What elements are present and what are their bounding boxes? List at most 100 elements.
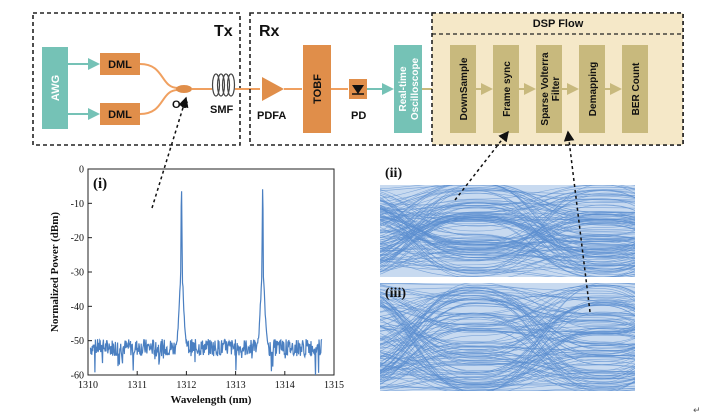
eye-trace — [380, 321, 635, 348]
eye-trace — [380, 215, 635, 270]
eye-trace — [380, 319, 635, 391]
eye-trace — [380, 286, 635, 372]
eye-trace — [380, 199, 635, 232]
awg-block: AWG — [42, 47, 68, 129]
eye-trace — [380, 295, 635, 391]
eye-trace — [380, 292, 635, 317]
eye-trace — [380, 219, 635, 262]
eye-trace — [380, 327, 635, 385]
eye-trace — [380, 346, 635, 384]
eye-trace — [380, 372, 635, 381]
rx-section: Rx PDFA TOBF PD Real-time Oscilloscope D — [249, 12, 684, 146]
eye-trace — [380, 235, 635, 261]
eye-trace — [380, 185, 635, 250]
eye-trace — [380, 312, 635, 347]
dml-bottom-block: DML — [100, 103, 140, 125]
pd-label: PD — [351, 110, 366, 122]
y-tick-label: -50 — [71, 336, 84, 347]
y-tick-label: -60 — [71, 371, 84, 382]
y-axis-label: Normalized Power (dBm) — [49, 212, 61, 332]
x-tick-label: 1314 — [275, 380, 295, 391]
eye-trace — [380, 224, 635, 277]
eye-trace — [380, 291, 635, 333]
eye-trace — [380, 328, 635, 390]
eye-trace — [380, 283, 437, 285]
eye-trace — [380, 189, 635, 211]
eye-trace — [380, 320, 635, 367]
eye-trace — [380, 298, 635, 374]
eye-trace — [380, 284, 635, 366]
eye-trace — [380, 374, 635, 388]
rx-label: Rx — [259, 23, 280, 40]
eye-trace — [380, 254, 635, 273]
awg-label: AWG — [50, 75, 62, 101]
eye-trace — [380, 304, 635, 383]
eye-trace — [380, 185, 635, 206]
eye-trace — [380, 220, 635, 239]
dml-top-block: DML — [100, 53, 140, 75]
eye-trace — [380, 195, 635, 215]
eye-trace — [380, 284, 635, 375]
dml-top-label: DML — [108, 59, 132, 71]
eye-trace — [380, 218, 635, 261]
eye-trace — [380, 219, 635, 277]
dsp-flow-label: DSP Flow — [533, 18, 584, 30]
eye-trace — [380, 284, 635, 315]
eye-trace — [380, 239, 635, 254]
eye-trace — [380, 354, 635, 391]
eye-trace — [380, 193, 635, 225]
eye-trace — [380, 208, 635, 277]
eye-trace — [380, 204, 635, 270]
eye-trace — [380, 327, 635, 389]
y-tick-label: -10 — [71, 199, 84, 210]
eye-trace — [380, 299, 635, 346]
eye-trace — [380, 211, 635, 230]
eye-trace — [380, 204, 635, 267]
eye-trace — [380, 193, 635, 253]
eye-trace — [380, 291, 635, 334]
eye-trace — [380, 192, 635, 255]
dsp-step-label: Frame sync — [502, 61, 513, 117]
oscilloscope-block: Real-time Oscilloscope — [394, 45, 422, 133]
eye-trace — [380, 238, 635, 261]
eye-trace — [380, 286, 635, 367]
dsp-step-2: Frame sync — [493, 45, 519, 133]
dml-bottom-label: DML — [108, 109, 132, 121]
eye-trace — [380, 185, 635, 263]
x-tick-label: 1313 — [226, 380, 246, 391]
eye-trace — [380, 300, 635, 385]
x-tick-label: 1310 — [78, 380, 98, 391]
eye-trace — [380, 202, 635, 264]
eye-trace — [380, 337, 635, 388]
oscilloscope-label-2: Oscilloscope — [410, 57, 421, 120]
y-tick-label: -20 — [71, 233, 84, 244]
spectrum-series-line — [89, 189, 323, 375]
spectrum-panel-tag: (i) — [93, 176, 107, 192]
eye-trace — [380, 326, 635, 361]
eye-trace — [380, 304, 635, 355]
eye-trace — [380, 289, 635, 316]
eye-trace — [380, 351, 635, 372]
eye-trace — [380, 222, 635, 277]
eye-trace — [380, 185, 635, 227]
eye-trace — [380, 185, 635, 269]
x-axis-label: Wavelength (nm) — [171, 394, 252, 406]
optical-coupler — [176, 85, 192, 93]
eye-trace — [380, 284, 635, 360]
y-tick-label: 0 — [79, 165, 84, 176]
eye-trace — [380, 192, 635, 256]
eye-trace — [380, 364, 635, 391]
pdfa-label: PDFA — [257, 110, 286, 122]
eye-trace — [380, 339, 635, 385]
eye-trace — [380, 214, 635, 259]
eye-trace — [380, 296, 635, 331]
eye-trace — [380, 190, 635, 242]
tobf-block: TOBF — [303, 45, 331, 133]
fiber-top — [139, 63, 179, 89]
eye-trace — [380, 364, 635, 391]
eye-trace — [380, 220, 635, 277]
eye-trace — [380, 185, 635, 224]
